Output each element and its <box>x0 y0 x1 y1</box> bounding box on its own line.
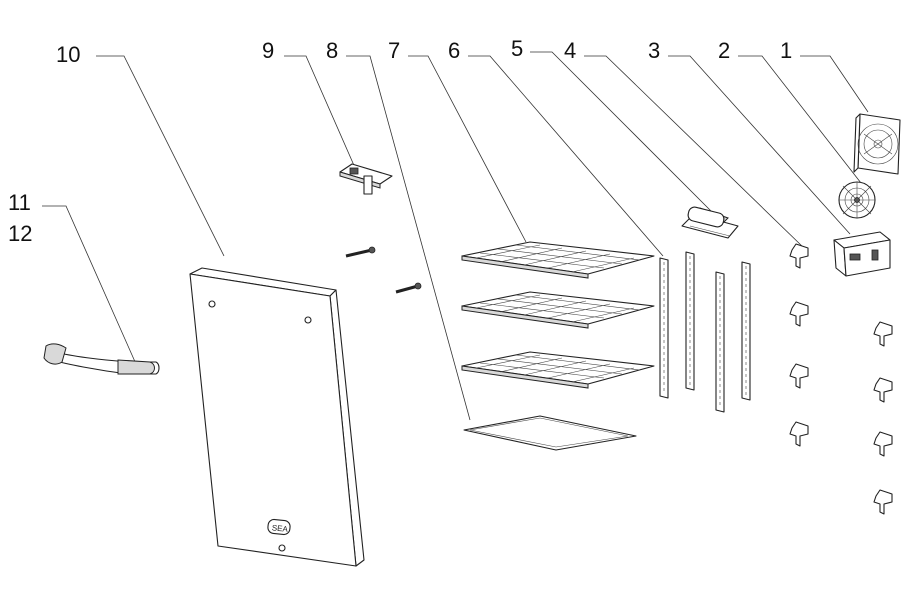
door-badge-text: SEA <box>271 523 289 534</box>
leader-lines <box>42 51 869 421</box>
callout-label-4: 4 <box>564 38 576 63</box>
callout-label-10: 10 <box>56 42 80 67</box>
rail-1 <box>659 257 669 399</box>
callout-label-5: 5 <box>511 36 523 61</box>
shelf-support-rails-part <box>659 251 751 413</box>
callout-label-11: 11 <box>8 190 31 215</box>
wire-shelf-bottom <box>461 351 655 389</box>
callout-label-3: 3 <box>648 38 660 63</box>
shelf-clips-column-left <box>789 243 809 447</box>
shelf-clips-column-right <box>873 321 893 515</box>
fan-grille-part <box>853 113 901 175</box>
rail-3 <box>715 271 725 413</box>
wire-shelves-part <box>461 241 655 389</box>
light-housing-part <box>681 206 739 239</box>
door-handle-part <box>43 343 160 375</box>
callout-label-12: 12 <box>8 221 32 246</box>
control-box-part <box>833 231 891 277</box>
hinge-pin-upper <box>345 246 376 258</box>
wire-shelf-middle <box>461 291 655 329</box>
callout-label-8: 8 <box>326 38 338 63</box>
door-gasket-part <box>463 415 637 451</box>
callout-label-2: 2 <box>718 38 730 63</box>
callout-label-7: 7 <box>388 38 400 63</box>
door-panel-part: SEA <box>189 267 365 567</box>
hinge-bracket-part <box>339 163 393 195</box>
wire-shelf-top <box>461 241 655 279</box>
hinge-pin-lower <box>395 282 422 294</box>
rail-2 <box>685 251 695 391</box>
fan-part <box>838 181 876 219</box>
rail-4 <box>741 261 751 401</box>
callout-label-1: 1 <box>780 38 792 63</box>
callout-label-6: 6 <box>448 38 460 63</box>
callout-label-9: 9 <box>262 38 274 63</box>
